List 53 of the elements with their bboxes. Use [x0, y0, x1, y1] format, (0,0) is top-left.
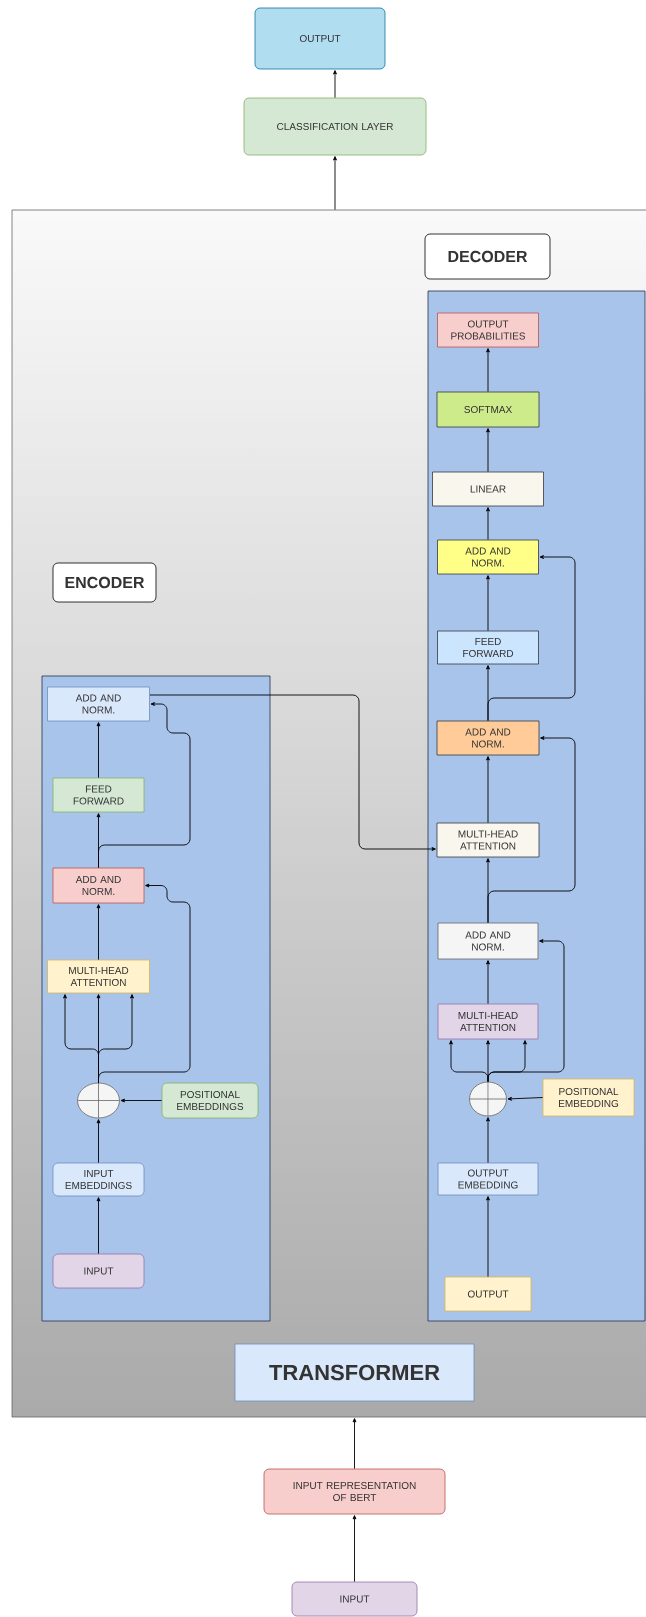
process-box: OUTPUT PROBABILITIES	[437, 312, 539, 348]
arrow	[333, 156, 337, 211]
process-box: POSITIONAL EMBEDDINGS	[161, 1082, 259, 1119]
title-box: TRANSFORMER	[234, 1343, 475, 1402]
process-box: OUTPUT	[254, 7, 386, 70]
process-box: ADD AND NORM.	[47, 686, 150, 722]
arrow	[486, 575, 490, 632]
arrow	[352, 1515, 357, 1583]
summation-circle	[77, 1082, 120, 1119]
arrow	[487, 736, 576, 924]
process-box: MULTI-HEAD ATTENTION	[436, 822, 540, 858]
arrow	[486, 1196, 490, 1278]
arrow	[96, 722, 101, 779]
arrow	[98, 883, 191, 1084]
process-box: ADD AND NORM.	[52, 867, 145, 904]
process-box: INPUT	[291, 1581, 418, 1617]
arrow	[487, 555, 576, 722]
arrow	[486, 507, 490, 541]
arrow	[486, 348, 490, 393]
process-box: FEED FORWARD	[437, 630, 539, 665]
arrow	[507, 1096, 544, 1101]
arrow	[149, 694, 436, 851]
process-box: SOFTMAX	[436, 391, 540, 428]
process-box: INPUT REPRESENTATION OF BERT	[263, 1468, 446, 1515]
process-box: CLASSIFICATION LAYER	[243, 97, 427, 156]
process-box: INPUT	[52, 1253, 145, 1289]
arrow	[96, 904, 101, 961]
arrow	[486, 1117, 490, 1164]
container-panel	[11, 209, 646, 1418]
arrow	[486, 428, 490, 473]
process-box: OUTPUT EMBEDDING	[437, 1162, 539, 1196]
arrow	[487, 939, 565, 1083]
process-box: INPUT EMBEDDINGS	[52, 1162, 145, 1197]
arrow	[98, 702, 191, 869]
title-box: DECODER	[424, 233, 551, 280]
process-box: OUTPUT	[444, 1276, 532, 1312]
process-box: FEED FORWARD	[52, 777, 145, 813]
arrow	[96, 1197, 101, 1255]
arrow	[352, 1418, 357, 1470]
process-box: ADD AND NORM.	[437, 922, 539, 960]
process-box: ADD AND NORM.	[436, 720, 540, 756]
arrow	[333, 70, 337, 99]
arrow	[486, 756, 490, 824]
title-box: ENCODER	[52, 562, 157, 603]
arrow	[120, 1098, 163, 1103]
process-box: MULTI-HEAD ATTENTION	[437, 1003, 539, 1040]
summation-circle	[469, 1081, 507, 1117]
process-box: MULTI-HEAD ATTENTION	[47, 959, 150, 994]
arrow	[486, 960, 490, 1005]
process-box: LINEAR	[432, 471, 544, 507]
process-box: ADD AND NORM.	[437, 539, 539, 575]
arrow	[96, 1119, 101, 1164]
process-box: POSITIONAL EMBEDDING	[542, 1078, 635, 1117]
